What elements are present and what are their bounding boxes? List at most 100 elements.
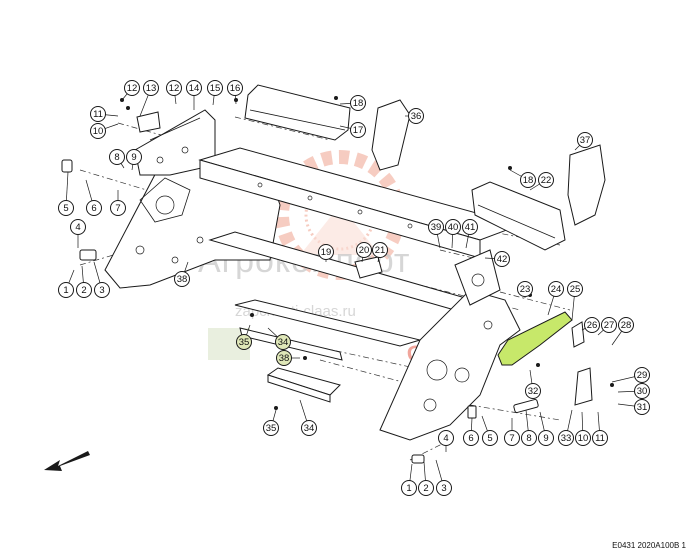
callout-30[interactable]: 30 xyxy=(634,383,650,399)
callout-7[interactable]: 7 xyxy=(110,200,126,216)
callout-24[interactable]: 24 xyxy=(548,281,564,297)
callout-label: 28 xyxy=(621,320,632,331)
callout-22[interactable]: 22 xyxy=(538,172,554,188)
callout-circle xyxy=(418,480,434,496)
bracket-13 xyxy=(136,111,161,133)
bracket-25-26 xyxy=(571,321,593,406)
callout-12[interactable]: 12 xyxy=(166,80,182,96)
callout-9[interactable]: 9 xyxy=(126,149,142,165)
callout-circle xyxy=(109,149,125,165)
callout-16[interactable]: 16 xyxy=(227,80,243,96)
callout-39[interactable]: 39 xyxy=(428,219,444,235)
callout-circle xyxy=(634,383,650,399)
callout-34[interactable]: 34 xyxy=(275,334,291,350)
callout-4[interactable]: 4 xyxy=(70,219,86,235)
callout-7[interactable]: 7 xyxy=(504,430,520,446)
callout-17[interactable]: 17 xyxy=(350,122,366,138)
callout-34[interactable]: 34 xyxy=(301,420,317,436)
callout-1[interactable]: 1 xyxy=(58,282,74,298)
callout-label: 6 xyxy=(91,203,96,214)
callout-18[interactable]: 18 xyxy=(520,172,536,188)
callout-label: 21 xyxy=(375,245,386,256)
callout-label: 42 xyxy=(497,254,508,265)
callout-circle xyxy=(482,430,498,446)
callout-23[interactable]: 23 xyxy=(517,281,533,297)
callout-11[interactable]: 11 xyxy=(90,106,106,122)
callout-19[interactable]: 19 xyxy=(318,244,334,260)
callout-label: 3 xyxy=(99,285,104,296)
callout-18[interactable]: 18 xyxy=(350,95,366,111)
callout-2[interactable]: 2 xyxy=(76,282,92,298)
callout-circle xyxy=(538,172,554,188)
callout-4[interactable]: 4 xyxy=(438,430,454,446)
callout-35[interactable]: 35 xyxy=(236,334,252,350)
callout-6[interactable]: 6 xyxy=(463,430,479,446)
callout-label: 23 xyxy=(520,284,531,295)
callout-label: 8 xyxy=(114,152,119,163)
callout-circle xyxy=(58,282,74,298)
callout-38[interactable]: 38 xyxy=(276,350,292,366)
callout-35[interactable]: 35 xyxy=(263,420,279,436)
callout-circle xyxy=(504,430,520,446)
callout-circle xyxy=(227,80,243,96)
callout-31[interactable]: 31 xyxy=(634,399,650,415)
callout-15[interactable]: 15 xyxy=(207,80,223,96)
callout-20[interactable]: 20 xyxy=(356,242,372,258)
callout-13[interactable]: 13 xyxy=(143,80,159,96)
callout-circle xyxy=(538,430,554,446)
callout-10[interactable]: 10 xyxy=(575,430,591,446)
hood-37 xyxy=(567,144,606,226)
callout-10[interactable]: 10 xyxy=(90,123,106,139)
callout-circle xyxy=(517,281,533,297)
callout-label: 33 xyxy=(561,433,572,444)
callout-9[interactable]: 9 xyxy=(538,430,554,446)
callout-label: 25 xyxy=(570,284,581,295)
callout-circle xyxy=(401,480,417,496)
callout-5[interactable]: 5 xyxy=(58,200,74,216)
callout-circle xyxy=(350,122,366,138)
callout-8[interactable]: 8 xyxy=(521,430,537,446)
callout-40[interactable]: 40 xyxy=(445,219,461,235)
callout-26[interactable]: 26 xyxy=(584,317,600,333)
callout-circle xyxy=(584,317,600,333)
callout-21[interactable]: 21 xyxy=(372,242,388,258)
callout-38[interactable]: 38 xyxy=(174,271,190,287)
callout-42[interactable]: 42 xyxy=(494,251,510,267)
callout-12[interactable]: 12 xyxy=(124,80,140,96)
callout-circle xyxy=(436,480,452,496)
callout-label: 17 xyxy=(353,125,364,136)
callout-circle xyxy=(318,244,334,260)
callout-label: 24 xyxy=(551,284,562,295)
highlighted-part-24 xyxy=(497,311,573,366)
callout-3[interactable]: 3 xyxy=(94,282,110,298)
callout-label: 34 xyxy=(304,423,315,434)
callout-37[interactable]: 37 xyxy=(577,132,593,148)
callout-circle xyxy=(94,282,110,298)
callout-1[interactable]: 1 xyxy=(401,480,417,496)
callout-label: 18 xyxy=(353,98,364,109)
callout-25[interactable]: 25 xyxy=(567,281,583,297)
callout-label: 31 xyxy=(637,402,648,413)
callout-11[interactable]: 11 xyxy=(592,430,608,446)
callout-label: 35 xyxy=(239,337,250,348)
callout-36[interactable]: 36 xyxy=(408,108,424,124)
callout-label: 12 xyxy=(127,83,138,94)
callout-circle xyxy=(634,367,650,383)
callout-14[interactable]: 14 xyxy=(186,80,202,96)
callout-circle xyxy=(548,281,564,297)
callout-41[interactable]: 41 xyxy=(462,219,478,235)
callout-circle xyxy=(577,132,593,148)
callout-circle xyxy=(124,80,140,96)
callout-3[interactable]: 3 xyxy=(436,480,452,496)
callout-27[interactable]: 27 xyxy=(601,317,617,333)
callout-33[interactable]: 33 xyxy=(558,430,574,446)
callout-32[interactable]: 32 xyxy=(525,383,541,399)
callout-6[interactable]: 6 xyxy=(86,200,102,216)
callout-29[interactable]: 29 xyxy=(634,367,650,383)
callout-5[interactable]: 5 xyxy=(482,430,498,446)
callout-28[interactable]: 28 xyxy=(618,317,634,333)
callout-8[interactable]: 8 xyxy=(109,149,125,165)
callout-circle xyxy=(567,281,583,297)
callout-label: 32 xyxy=(528,386,539,397)
callout-2[interactable]: 2 xyxy=(418,480,434,496)
